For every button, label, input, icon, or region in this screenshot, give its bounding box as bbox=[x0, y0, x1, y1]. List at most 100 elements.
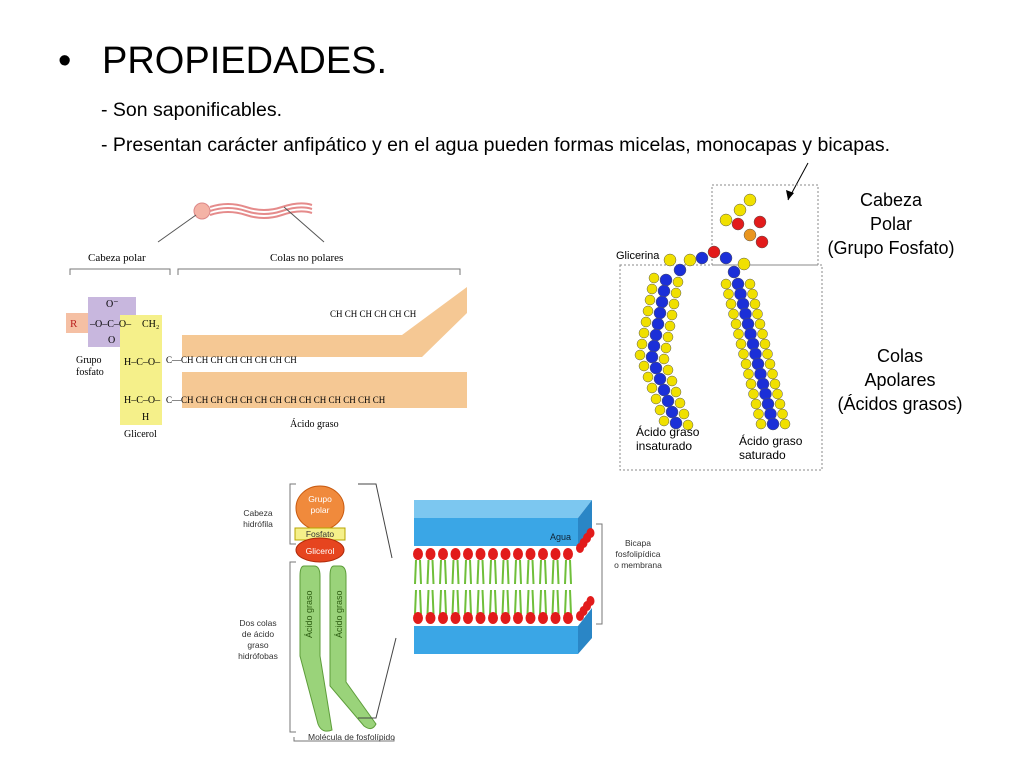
atom bbox=[723, 288, 734, 300]
atom bbox=[645, 350, 659, 364]
lipid-head bbox=[563, 548, 573, 560]
lipid-head bbox=[475, 548, 486, 560]
lipid-tail bbox=[426, 559, 430, 585]
atom bbox=[728, 308, 739, 320]
atom-model bbox=[634, 193, 791, 431]
atom bbox=[753, 408, 764, 420]
atom bbox=[707, 245, 721, 259]
lipid-head bbox=[525, 612, 536, 624]
head-caption-2: Polar bbox=[870, 214, 912, 234]
lipid-tail bbox=[439, 559, 442, 585]
atom bbox=[743, 368, 754, 380]
atom bbox=[670, 287, 682, 299]
tails-caption-2: Apolares bbox=[864, 370, 935, 390]
atom bbox=[720, 278, 732, 290]
atom bbox=[682, 419, 694, 431]
atom bbox=[669, 416, 683, 430]
glicerina-label: Glicerina bbox=[616, 250, 660, 262]
lipid-tail bbox=[526, 589, 530, 615]
lipid-tail bbox=[456, 559, 460, 585]
atom bbox=[649, 361, 663, 375]
lipid-tail bbox=[501, 589, 505, 615]
atom bbox=[747, 288, 758, 300]
atom bbox=[733, 328, 744, 340]
lipid-head bbox=[475, 612, 486, 624]
atom bbox=[644, 294, 656, 306]
water-top-slab bbox=[414, 518, 578, 546]
svg-text:O: O bbox=[108, 335, 115, 346]
lipid-head bbox=[450, 548, 461, 560]
lipid-tail bbox=[519, 589, 522, 615]
atom bbox=[642, 371, 654, 383]
lipid-head bbox=[525, 548, 536, 560]
svg-text:H: H bbox=[142, 412, 149, 423]
atom bbox=[649, 328, 663, 342]
bullet: • bbox=[58, 40, 72, 82]
lipid-tail bbox=[556, 559, 560, 585]
atom bbox=[735, 338, 747, 350]
lipid-tail bbox=[569, 559, 572, 585]
tails-box bbox=[619, 264, 823, 471]
atom bbox=[749, 298, 761, 310]
atom bbox=[769, 378, 781, 390]
svg-text:H–C–O–: H–C–O– bbox=[124, 357, 161, 368]
atom bbox=[674, 397, 686, 409]
r-group-box bbox=[66, 313, 88, 333]
lipid-head bbox=[463, 548, 473, 560]
lipid-head bbox=[438, 612, 448, 624]
atom bbox=[651, 317, 665, 331]
lipid-tail bbox=[539, 589, 542, 615]
lipid-head bbox=[450, 612, 461, 624]
atom bbox=[725, 298, 737, 310]
atom bbox=[653, 306, 667, 320]
atom bbox=[695, 251, 709, 265]
atom bbox=[737, 257, 751, 271]
lipid-tail bbox=[469, 559, 472, 585]
lipid-tail bbox=[481, 559, 485, 585]
atom bbox=[663, 253, 677, 267]
head-hydrophilic-1: Cabeza bbox=[243, 508, 273, 518]
lipid-tail bbox=[531, 589, 535, 615]
atom bbox=[731, 217, 745, 231]
lipid-tail bbox=[531, 559, 535, 585]
lipid-tail bbox=[556, 589, 560, 615]
atom bbox=[661, 394, 675, 408]
lipid-tail bbox=[544, 589, 547, 615]
tails-bracket bbox=[177, 268, 461, 275]
lipid-tail bbox=[551, 559, 555, 585]
lipid-head bbox=[500, 612, 511, 624]
lipid-tail bbox=[476, 559, 480, 585]
lipid-tail bbox=[451, 589, 455, 615]
atom bbox=[657, 383, 671, 397]
atom bbox=[764, 358, 776, 370]
head-box bbox=[711, 184, 819, 266]
lipid-tail bbox=[501, 559, 505, 585]
head-caption-1: Cabeza bbox=[860, 190, 923, 210]
atom bbox=[673, 263, 687, 277]
lipid-tail bbox=[444, 559, 447, 585]
tails-hydrophobic-2: de ácido bbox=[242, 629, 274, 639]
lipid-tail bbox=[464, 589, 467, 615]
title-text: PROPIEDADES. bbox=[102, 40, 388, 82]
atom bbox=[759, 338, 771, 350]
lipid-head bbox=[463, 612, 473, 624]
sat-label-2: saturado bbox=[739, 448, 786, 462]
atom bbox=[668, 298, 680, 310]
lipid-tail bbox=[514, 559, 517, 585]
tails-hydrophobic-3: graso bbox=[247, 640, 269, 650]
atom bbox=[730, 318, 742, 330]
svg-text:–O–C–O–: –O–C–O– bbox=[89, 319, 132, 330]
lipid-tail bbox=[419, 589, 422, 615]
lipid-tail bbox=[519, 559, 522, 585]
atom bbox=[748, 388, 759, 400]
atom bbox=[762, 348, 773, 360]
lipid-tail bbox=[494, 589, 497, 615]
lipid-tail bbox=[426, 589, 430, 615]
unsat-label-1: Ácido graso bbox=[636, 424, 700, 439]
lipid-tail bbox=[514, 589, 517, 615]
atom bbox=[774, 398, 786, 410]
slide-title: • PROPIEDADES. bbox=[58, 40, 387, 83]
glycerol-label: Glicerol bbox=[124, 429, 157, 440]
atom bbox=[738, 348, 749, 360]
lipid-tail bbox=[431, 589, 435, 615]
